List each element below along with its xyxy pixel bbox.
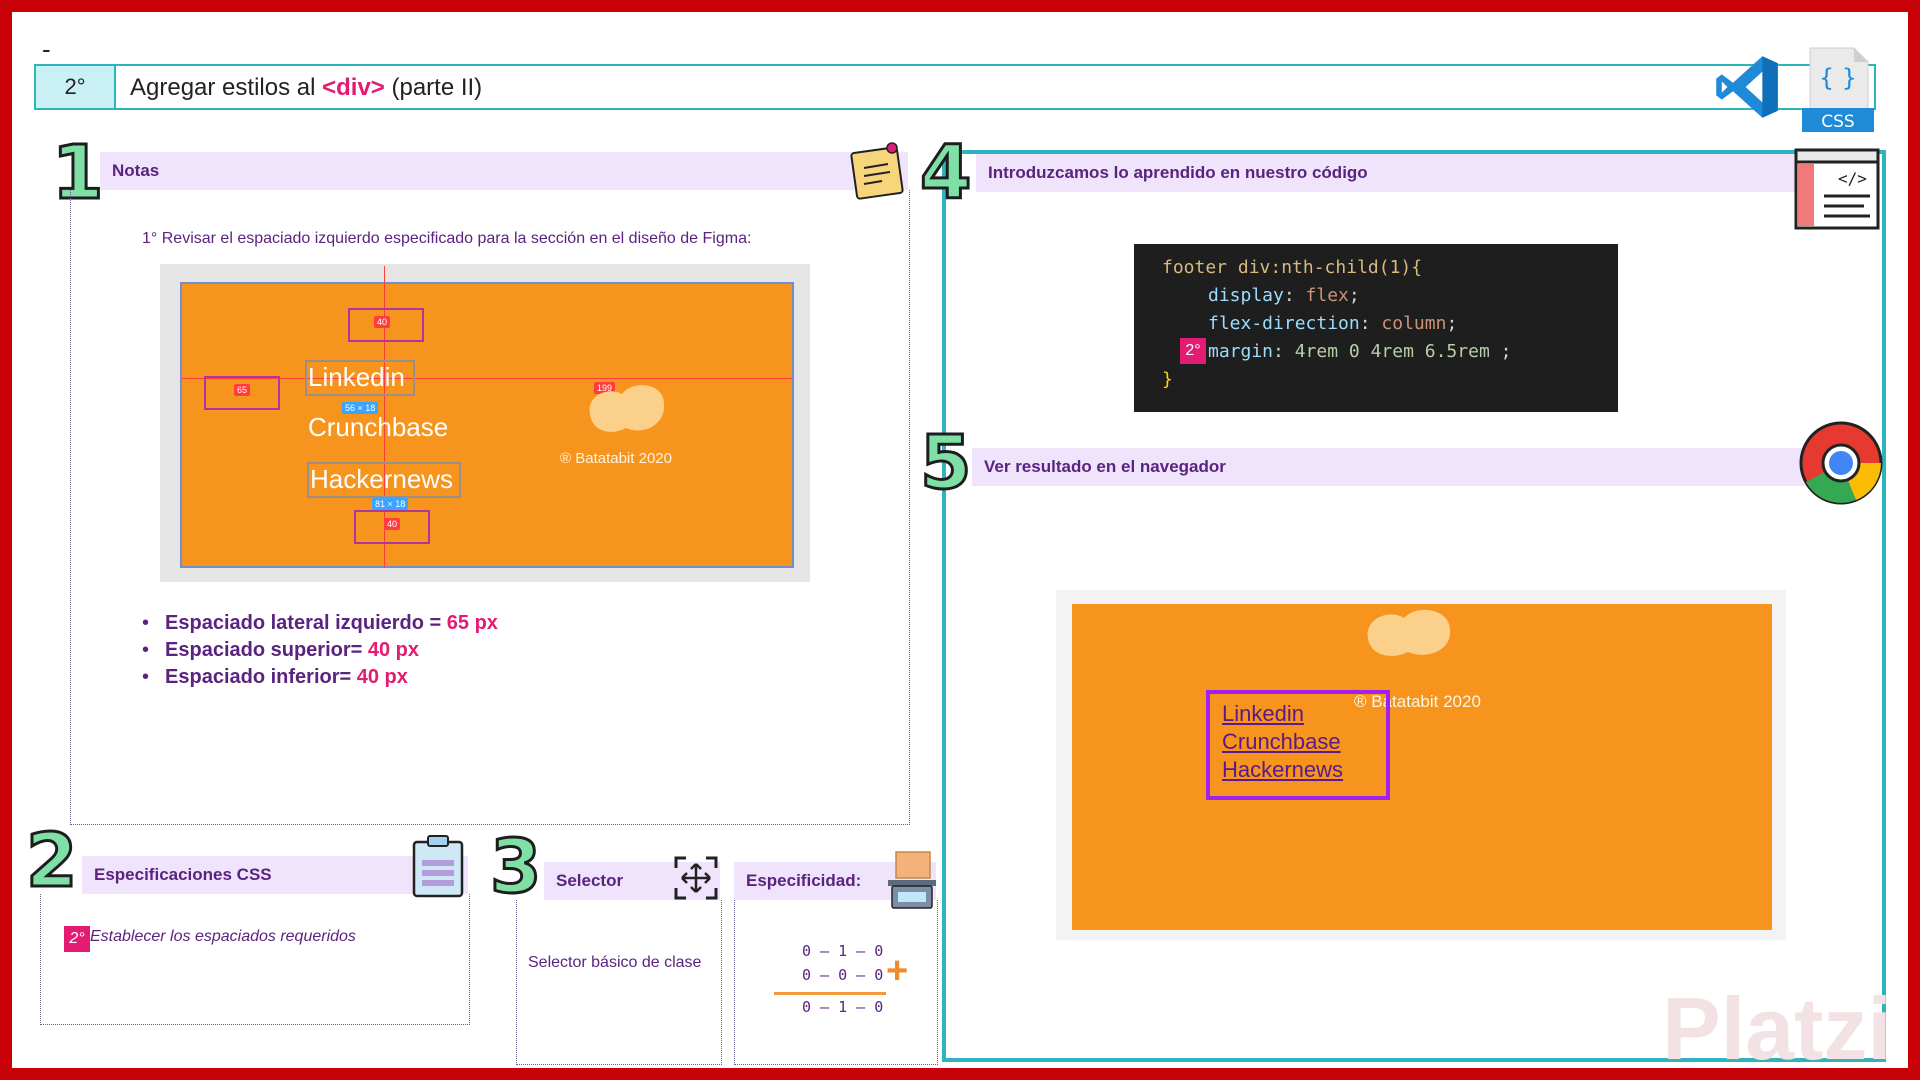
selector-header: Selector xyxy=(544,862,720,900)
browser-result: ® Batatabit 2020 Linkedin Crunchbase Hac… xyxy=(1056,590,1786,940)
code-block: footer div:nth-child(1){ display: flex; … xyxy=(1134,244,1618,412)
code-close-brace: } xyxy=(1162,369,1173,390)
css-label: CSS xyxy=(1821,112,1854,132)
specificity-row-2: 0 – 0 – 0 xyxy=(802,966,884,984)
result-header: Ver resultado en el navegador xyxy=(972,448,1822,486)
specificity-sum-line xyxy=(774,992,886,995)
specs-header: Especificaciones CSS xyxy=(82,856,468,894)
batatabit-logo-icon-result xyxy=(1367,609,1451,656)
title-bar: 2° Agregar estilos al <div> (parte II) xyxy=(34,64,1876,110)
result-copyright: ® Batatabit 2020 xyxy=(1354,692,1481,711)
figma-tag-top: 40 xyxy=(374,316,391,328)
figma-link-hackernews: Hackernews xyxy=(310,464,454,494)
sticky-note-icon xyxy=(850,142,904,200)
figma-footer-frame: 40 65 Linkedin 56 × 18 Crunchbase Hacker… xyxy=(180,266,794,568)
result-link-hackernews[interactable]: Hackernews xyxy=(1222,757,1344,782)
batatabit-logo-icon xyxy=(589,385,665,432)
vscode-icon xyxy=(1716,56,1778,118)
spacing-item-top: Espaciado superior= 40 px xyxy=(142,639,498,662)
figma-tag-blob: 199 xyxy=(594,382,616,394)
section-number-4: 4 xyxy=(919,129,973,218)
figma-guide-horizontal xyxy=(182,378,792,379)
spacing-list: Espaciado lateral izquierdo = 65 px Espa… xyxy=(142,612,498,693)
figma-tag-size1: 56 × 18 xyxy=(342,402,379,414)
notes-intro: 1° Revisar el espaciado izquierdo especi… xyxy=(142,230,752,247)
figma-copyright: ® Batatabit 2020 xyxy=(560,450,672,467)
figma-spacing-bottom xyxy=(354,510,430,544)
title-prefix: Agregar estilos al xyxy=(130,74,323,101)
figma-preview: 40 65 Linkedin 56 × 18 Crunchbase Hacker… xyxy=(160,264,810,582)
result-link-crunchbase[interactable]: Crunchbase xyxy=(1222,729,1341,754)
figma-guide-vertical xyxy=(384,266,385,568)
browser-footer: ® Batatabit 2020 Linkedin Crunchbase Hac… xyxy=(1072,604,1772,930)
code-selector: footer div:nth-child(1){ xyxy=(1162,257,1423,278)
specificity-panel xyxy=(734,900,938,1065)
specs-badge: 2° xyxy=(64,926,90,952)
code-header: Introduzcamos lo aprendido en nuestro có… xyxy=(976,154,1806,192)
figma-link-outline-3 xyxy=(307,462,461,498)
code-line-flex-direction: flex-direction: column; xyxy=(1208,313,1458,334)
specificity-total: 0 – 1 – 0 xyxy=(802,998,884,1016)
specs-panel xyxy=(40,894,470,1025)
spacing-item-bottom: Espaciado inferior= 40 px xyxy=(142,666,498,689)
section-number-3: 3 xyxy=(489,823,543,912)
code-line-margin: margin: 4rem 0 4rem 6.5rem ; xyxy=(1208,341,1512,362)
title-suffix: (parte II) xyxy=(384,74,483,101)
figma-tag-size2: 81 × 18 xyxy=(372,498,409,510)
figma-tag-bottom: 40 xyxy=(384,518,401,530)
clipboard-icon xyxy=(412,835,464,898)
figma-link-linkedin: Linkedin xyxy=(308,362,405,392)
step-number: 2° xyxy=(36,66,116,108)
result-link-linkedin[interactable]: Linkedin xyxy=(1222,701,1304,726)
figma-link-outline-1 xyxy=(305,360,415,396)
section-number-1: 1 xyxy=(51,129,105,218)
move-selector-icon xyxy=(674,856,718,900)
selector-text: Selector básico de clase xyxy=(528,954,702,971)
platzi-watermark: Platzi xyxy=(1662,979,1892,1068)
notes-panel xyxy=(70,190,910,825)
chrome-icon xyxy=(1799,421,1883,505)
section-number-2: 2 xyxy=(25,817,79,906)
css-file-icon: { } CSS xyxy=(1802,47,1874,132)
figma-spacing-left xyxy=(204,376,280,410)
section-number-5: 5 xyxy=(919,419,973,508)
spacing-item-left: Espaciado lateral izquierdo = 65 px xyxy=(142,612,498,635)
specificity-row-1: 0 – 1 – 0 xyxy=(802,942,884,960)
page-title: Agregar estilos al <div> (parte II) xyxy=(130,74,482,102)
figma-link-crunchbase: Crunchbase xyxy=(308,412,449,442)
slide-canvas: - 2° Agregar estilos al <div> (parte II)… xyxy=(12,12,1908,1068)
figma-spacing-top xyxy=(348,308,424,342)
figma-tag-left: 65 xyxy=(234,384,251,396)
practice-panel xyxy=(942,150,1886,1062)
svg-text:</>: </> xyxy=(1838,169,1867,188)
title-tag: <div> xyxy=(322,74,385,101)
notes-header: Notas xyxy=(100,152,908,190)
scale-box-icon xyxy=(888,851,936,909)
plus-icon: + xyxy=(886,950,909,992)
code-line-display: display: flex; xyxy=(1208,285,1360,306)
css-braces: { } xyxy=(1819,64,1857,92)
code-window-icon: </> xyxy=(1794,148,1880,230)
specs-text: 2° Establecer los espaciados requeridos xyxy=(64,926,356,952)
slide-dash: - xyxy=(42,34,51,64)
selector-panel xyxy=(516,900,722,1065)
result-links-box: Linkedin Crunchbase Hackernews xyxy=(1206,690,1390,800)
code-badge: 2° xyxy=(1180,338,1206,364)
